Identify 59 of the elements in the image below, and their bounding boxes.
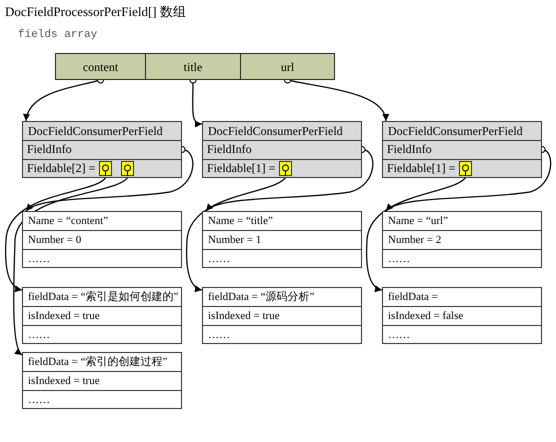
record-row-text: Name = “url” [387,214,449,229]
row-text: FieldInfo [387,141,432,158]
pointer-square [121,161,134,176]
pointer-square [99,161,112,176]
pointer-square [279,161,292,176]
record-row-text: fieldData = “源码分析” [207,290,316,305]
record-row: …… [203,325,361,344]
record-box [382,287,542,344]
record-row: …… [23,390,181,409]
record-box [202,211,362,268]
array-cell: title [145,53,241,80]
array-label: fields array [18,28,98,42]
record-box [22,352,182,409]
row-text: FieldInfo [207,141,252,158]
array-cell: content [55,53,146,80]
record-box [22,211,182,268]
struct-box [22,121,182,178]
pointer-arrow [186,176,287,292]
record-row: isIndexed = true [203,306,361,325]
pointer-square [459,161,472,176]
struct-box [382,121,542,178]
record-row: …… [383,249,541,268]
record-row: …… [383,325,541,344]
diagram-title: DocFieldProcessorPerField[] 数组 [5,4,186,20]
pointer-arrow [206,146,374,212]
record-row-text: fieldData = “索引是如何创建的” [27,290,180,305]
record-row: …… [23,325,181,344]
row-text: Fieldable[1] = [207,160,276,177]
table-row [203,159,361,177]
record-row: …… [203,249,361,268]
record-row: Number = 2 [383,230,541,249]
array-cell: url [240,53,335,80]
record-row-text: Name = “title” [207,214,274,229]
row-text: Fieldable[1] = [387,160,456,177]
record-row: Number = 1 [203,230,361,249]
record-row: …… [23,249,181,268]
record-box [382,211,542,268]
record-box [202,287,362,344]
record-row: isIndexed = false [383,306,541,325]
struct-heading: DocFieldConsumerPerField [387,123,524,140]
record-row-text: fieldData = “索引的创建过程” [27,354,168,370]
row-text: FieldInfo [27,141,72,158]
pointer-arrow [386,146,552,212]
record-row: isIndexed = true [23,306,181,325]
pointer-arrow [13,176,129,356]
pointer-arrow [366,176,467,292]
record-row: Number = 0 [23,230,181,249]
record-row-text: Name = “content” [27,214,110,229]
table-row [383,159,541,177]
table-row [23,159,181,177]
struct-heading: DocFieldConsumerPerField [27,123,164,140]
row-text: Fieldable[2] = [27,160,96,177]
struct-box [202,121,362,178]
record-box [22,287,182,344]
struct-heading: DocFieldConsumerPerField [207,123,344,140]
record-row: isIndexed = true [23,371,181,390]
pointer-arrow [5,176,107,292]
pointer-arrow [26,146,194,212]
record-row-text: fieldData = [387,290,439,305]
